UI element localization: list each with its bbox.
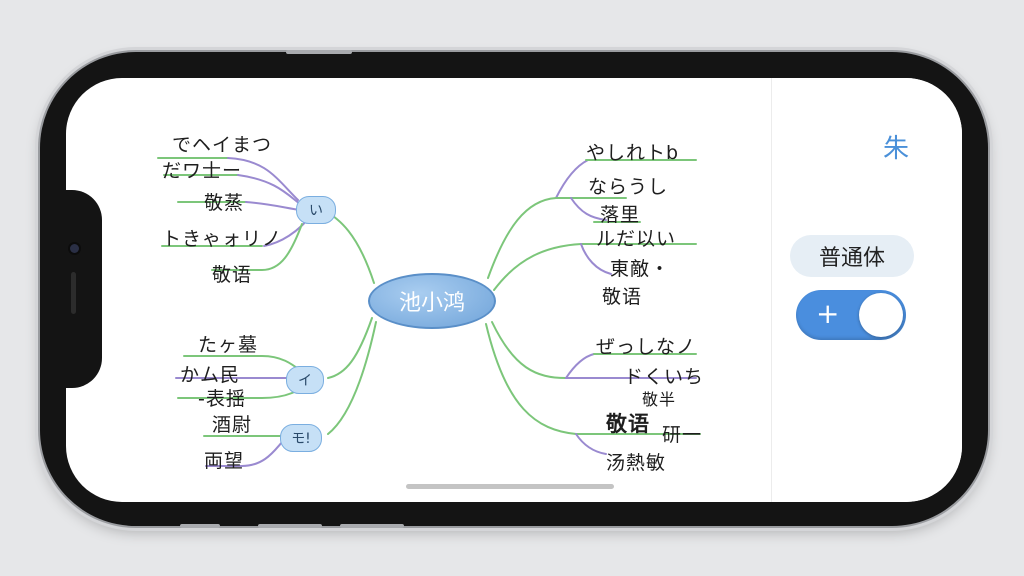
front-camera — [70, 244, 79, 253]
mindmap-leaf[interactable]: ドくいち — [624, 366, 705, 388]
mindmap-center-node[interactable]: 池小鸿 — [368, 273, 496, 329]
top-side-button — [286, 50, 352, 54]
mindmap-leaf[interactable]: ならうし — [588, 176, 669, 198]
earpiece-speaker — [71, 272, 76, 314]
device-screen: 池小鸿 い でヘイまつ だワ士ー 敬蒸 トきゃォリノ 敬语 イ たヶ墓 かム民 … — [66, 78, 962, 502]
mindmap-leaf[interactable]: 研一 — [662, 424, 703, 446]
mindmap-leaf[interactable]: 東敵・ — [610, 258, 671, 280]
mindmap-leaf[interactable]: たヶ墓 — [198, 334, 259, 356]
mindmap-leaf[interactable]: 酒尉 — [212, 414, 253, 436]
mindmap-connectors — [157, 157, 701, 467]
home-indicator[interactable] — [406, 484, 614, 489]
mindmap-leaf[interactable]: かム民 — [180, 364, 241, 386]
mindmap-leaf[interactable]: 敬语 — [606, 412, 650, 436]
mindmap-leaf[interactable]: でヘイまつ — [172, 134, 273, 156]
writing-style-label[interactable]: 普通体 — [790, 235, 914, 277]
bottom-side-button-2 — [258, 524, 322, 528]
mindmap-leaf[interactable]: やしれトb — [586, 142, 680, 164]
mindmap-bubble-left-1[interactable]: い — [296, 196, 336, 224]
mindmap-leaf[interactable]: 敬蒸 — [204, 192, 245, 214]
mindmap-leaf[interactable]: だワ士ー — [162, 160, 243, 182]
style-toggle[interactable]: + — [796, 290, 906, 340]
mindmap-leaf[interactable]: ぜっしなノ — [596, 336, 697, 358]
bottom-side-button-1 — [180, 524, 220, 528]
mindmap-leaf[interactable]: 敬半 — [642, 390, 677, 409]
bottom-side-button-3 — [340, 524, 404, 528]
mindmap-bubble-left-3[interactable]: モ! — [280, 424, 322, 452]
mindmap-leaf[interactable]: 落里 — [600, 204, 641, 226]
mindmap-leaf[interactable]: 敬语 — [602, 286, 643, 308]
mindmap-leaf[interactable]: ルだ以い — [596, 228, 677, 250]
top-right-glyph-icon[interactable]: 朱 — [883, 134, 910, 164]
mindmap-leaf[interactable]: -表揺 — [198, 388, 246, 410]
mindmap-leaf[interactable]: 敬语 — [212, 264, 253, 286]
mindmap-leaf[interactable]: トきゃォリノ — [162, 228, 283, 250]
mindmap-leaf[interactable]: 両望 — [204, 450, 245, 472]
mindmap-leaf[interactable]: 汤熱敏 — [606, 452, 667, 474]
toggle-knob[interactable] — [859, 293, 903, 337]
mindmap-bubble-left-2[interactable]: イ — [286, 366, 324, 394]
plus-icon: + — [816, 297, 840, 330]
